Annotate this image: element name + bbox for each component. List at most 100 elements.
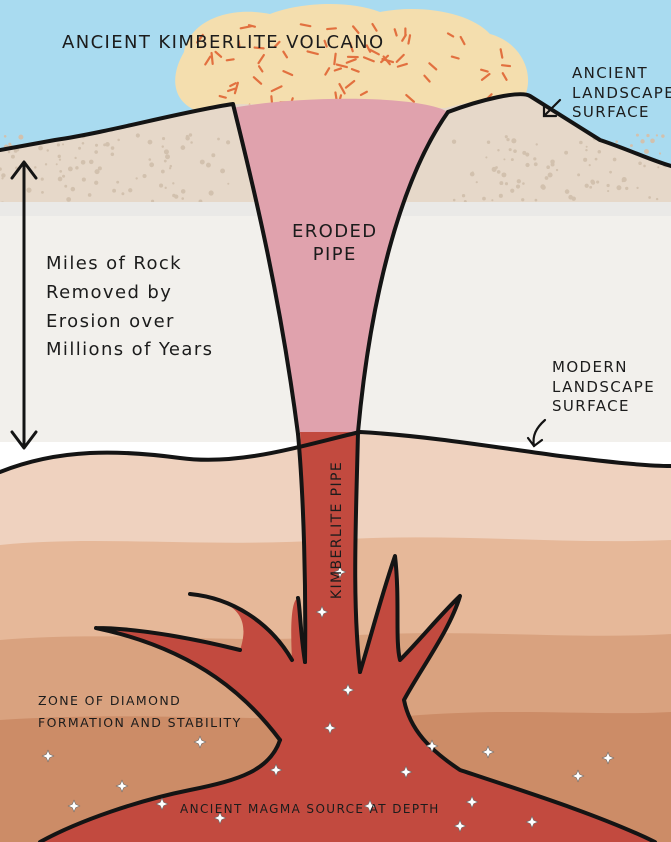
diamond-sparkle-icon — [269, 763, 283, 777]
diamond-sparkle-icon — [333, 565, 347, 579]
rock-speckle — [80, 159, 86, 165]
rock-speckle — [583, 157, 588, 162]
rock-speckle — [87, 193, 92, 197]
kimberlite-pipe-label: Kimberlite Pipe — [328, 460, 345, 600]
rock-speckle — [117, 138, 120, 142]
eruption-dash — [218, 94, 227, 99]
rock-speckle — [546, 165, 550, 170]
rock-speckle — [59, 169, 63, 173]
eruption-dash — [393, 28, 398, 37]
rock-speckle — [491, 199, 494, 202]
rock-speckle — [612, 157, 617, 162]
rock-speckle — [159, 183, 164, 188]
modern-surface-line — [0, 430, 671, 474]
rock-speckle — [38, 145, 43, 151]
rock-speckle — [616, 185, 622, 191]
diamond-sparkle-icon — [601, 751, 615, 765]
rock-speckle — [44, 163, 48, 166]
eruption-dash — [362, 56, 375, 63]
rock-speckle — [658, 152, 662, 155]
rock-speckle — [1, 173, 6, 178]
eruption-dash — [423, 74, 431, 83]
rock-speckle — [606, 183, 610, 188]
rock-speckle — [615, 140, 619, 144]
eruption-dash — [210, 51, 214, 65]
diamond-sparkles — [41, 565, 615, 833]
eruption-dash — [335, 63, 349, 69]
rock-speckle — [135, 133, 140, 138]
eruption-dash — [365, 44, 372, 53]
rock-speckle — [57, 176, 63, 182]
rock-speckle — [147, 139, 153, 145]
rock-speckle — [650, 138, 655, 144]
rock-speckle — [190, 141, 193, 144]
rock-speckle — [491, 166, 497, 172]
eruption-dash — [257, 53, 265, 65]
eruption-dash — [273, 40, 281, 48]
rock-speckle — [555, 168, 559, 172]
rock-speckle — [163, 149, 169, 155]
eruption-dash — [247, 24, 256, 28]
rock-speckle — [646, 133, 650, 138]
rock-speckle — [149, 162, 155, 168]
rock-speckle — [89, 159, 94, 165]
rock-speckle — [585, 148, 588, 152]
eruption-dash — [450, 55, 460, 60]
diamond-sparkle-icon — [399, 765, 413, 779]
rock-speckle — [504, 135, 508, 139]
rock-speckle — [208, 190, 214, 196]
kimberlite-pipe-fill — [40, 432, 655, 842]
rock-speckle — [0, 167, 2, 171]
rock-speckle — [635, 133, 639, 137]
pointer-arrow-icon — [542, 98, 562, 118]
rock-speckle — [1, 177, 4, 180]
rock-speckle — [451, 139, 457, 144]
ancient-surface-line — [0, 102, 300, 436]
rock-speckle — [205, 162, 211, 168]
rock-speckle — [188, 133, 193, 137]
eruption-dash — [350, 68, 360, 73]
double-headed-arrow-icon — [10, 160, 38, 450]
rock-speckle — [94, 180, 99, 185]
eruption-dash — [446, 32, 455, 38]
eruption-dash — [344, 79, 356, 89]
eruption-dash — [323, 39, 328, 48]
magma-left-outline — [38, 738, 282, 842]
rock-speckle — [640, 139, 645, 144]
diamond-sparkle-icon — [115, 779, 129, 793]
rock-speckle — [97, 166, 102, 171]
eruption-dash — [226, 87, 237, 93]
rock-speckle — [103, 143, 107, 147]
rock-speckles — [0, 133, 668, 207]
eruption-dash — [270, 85, 283, 93]
rock-speckle — [181, 197, 185, 200]
rock-speckle — [594, 157, 598, 161]
rock-speckle — [497, 149, 500, 152]
rock-speckle — [94, 169, 100, 175]
diamond-sparkle-icon — [193, 735, 207, 749]
rock-speckle — [661, 134, 665, 138]
diamond-sparkle-icon — [425, 739, 439, 753]
rock-speckle — [579, 140, 583, 145]
branch-right-outline — [358, 554, 657, 842]
rock-speckle — [94, 150, 98, 154]
eruption-dash — [349, 41, 354, 53]
diamond-sparkle-icon — [363, 799, 377, 813]
rock-speckle — [56, 143, 61, 147]
rock-speckle — [589, 185, 593, 189]
eruption-dashes — [195, 22, 512, 116]
rock-speckle — [503, 158, 506, 161]
rock-speckle — [525, 162, 530, 168]
rock-speckle — [211, 153, 216, 158]
rock-speckle — [544, 176, 549, 180]
rock-speckle — [629, 144, 633, 148]
rock-speckle — [81, 141, 85, 145]
diamond-sparkle-icon — [481, 745, 495, 759]
diamond-sparkle-icon — [341, 683, 355, 697]
diamond-sparkle-icon — [155, 797, 169, 811]
eruption-dash — [253, 46, 265, 50]
rock-speckle — [62, 143, 65, 146]
rock-speckle — [577, 173, 581, 177]
diamond-sparkle-icon — [525, 815, 539, 829]
rock-speckle — [564, 150, 569, 155]
